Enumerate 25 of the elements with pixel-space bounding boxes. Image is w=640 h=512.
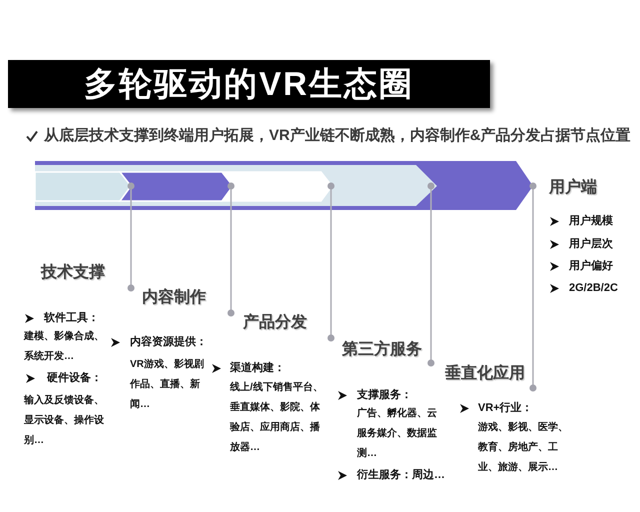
bullet-item: 支撑服务： [357, 388, 412, 403]
stage-heading: 内容制作 [142, 288, 206, 308]
stage-heading: 第三方服务 [342, 340, 422, 360]
title: 多轮驱动的VR生态圈 [84, 64, 414, 104]
stage-heading: 用户端 [549, 178, 597, 198]
subtitle: 从底层技术支撑到终端用户拓展，VR产业链不断成熟，内容制作&产品分发占据节点位置 [44, 127, 631, 145]
bullet-item: 衍生服务：周边… [357, 468, 445, 483]
bullet-item: 内容资源提供： [130, 334, 207, 350]
bullet-item: 软件工具： [44, 310, 99, 326]
description-text: 游戏、影视、医学、教育、房地产、工业、旅游、展示… [478, 420, 569, 475]
description-text: 建模、影像合成、系统开发… [24, 330, 105, 364]
bullet-item: 用户层次 [569, 236, 613, 252]
bullet-item: 2G/2B/2C [569, 281, 618, 296]
bullet-item: 渠道构建： [230, 360, 285, 376]
bullet-item: VR+行业： [478, 400, 533, 416]
description-text: 线上/线下销售平台、垂直媒体、影院、体验店、应用商店、播放器… [230, 380, 324, 455]
stage-heading: 产品分发 [243, 313, 307, 333]
description-text: 广告、孵化器、云服务媒介、数据监测… [357, 406, 438, 461]
bullet-item: 用户偏好 [569, 258, 613, 274]
description-text: VR游戏、影视剧作品、直播、新闻… [130, 358, 205, 412]
bullet-item: 硬件设备： [47, 371, 102, 386]
bullet-item: 用户规模 [569, 214, 613, 229]
description-text: 输入及反馈设备、显示设备、操作设别… [24, 394, 105, 448]
stage-heading: 技术支撑 [41, 263, 105, 283]
stage-heading: 垂直化应用 [445, 364, 525, 384]
